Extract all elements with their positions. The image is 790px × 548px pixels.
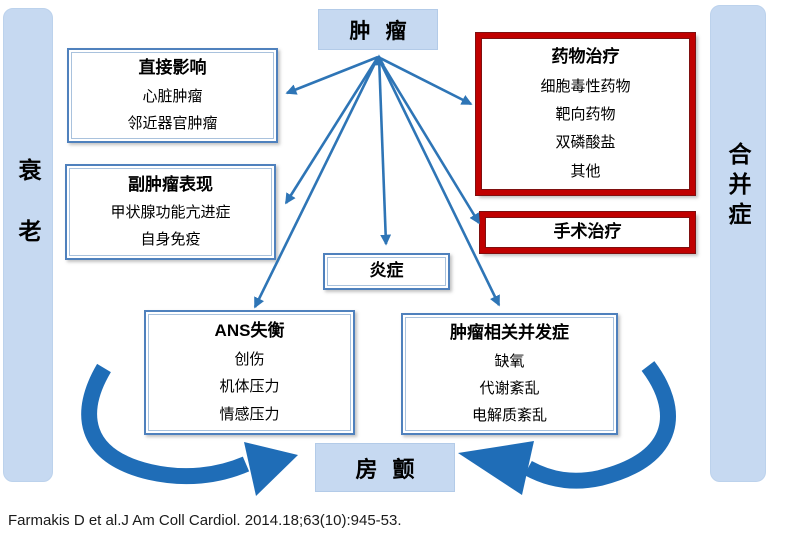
tumor-complications-item: 缺氧 bbox=[494, 352, 525, 370]
node-paraneoplastic: 副肿瘤表现 甲状腺功能亢进症 自身免疫 bbox=[65, 164, 276, 260]
ans-imbalance-item: 情感压力 bbox=[219, 406, 280, 424]
drug-therapy-item: 靶向药物 bbox=[555, 106, 616, 124]
comorbidity-sidebar: 合并症 bbox=[710, 5, 766, 482]
node-tumor: 肿瘤 bbox=[318, 9, 438, 50]
surgery-title: 手术治疗 bbox=[553, 222, 622, 242]
arrow-tumor-to-direct-effects bbox=[285, 55, 379, 95]
arrow-tumor-inflammation-bidirectional bbox=[373, 54, 392, 246]
node-ans-imbalance: ANS失衡 创伤 机体压力 情感压力 bbox=[144, 310, 355, 435]
node-tumor-complications: 肿瘤相关并发症 缺氧 代谢紊乱 电解质紊乱 bbox=[401, 313, 618, 435]
paraneoplastic-item: 甲状腺功能亢进症 bbox=[110, 204, 231, 222]
citation-text: Farmakis D et al.J Am Coll Cardiol. 2014… bbox=[8, 512, 402, 529]
tumor-complications-item: 电解质紊乱 bbox=[471, 406, 547, 424]
drug-therapy-item: 细胞毒性药物 bbox=[540, 77, 631, 95]
aging-sidebar: 衰老 bbox=[3, 8, 53, 482]
drug-therapy-item: 其他 bbox=[570, 162, 601, 180]
atrial-fibrillation-label: 房颤 bbox=[355, 456, 430, 482]
paraneoplastic-item: 自身免疫 bbox=[140, 231, 201, 249]
arrow-tumor-to-paraneoplastic bbox=[284, 56, 380, 205]
direct-effects-title: 直接影响 bbox=[138, 58, 207, 78]
tumor-complications-title: 肿瘤相关并发症 bbox=[450, 323, 569, 343]
ans-imbalance-item: 机体压力 bbox=[219, 378, 280, 396]
node-inflammation: 炎症 bbox=[323, 253, 450, 290]
inflammation-title: 炎症 bbox=[369, 261, 404, 281]
node-atrial-fibrillation: 房颤 bbox=[315, 443, 455, 492]
node-surgery: 手术治疗 bbox=[480, 212, 695, 253]
ans-imbalance-title: ANS失衡 bbox=[214, 320, 285, 340]
arrow-tumor-to-surgery bbox=[376, 56, 481, 225]
direct-effects-item: 心脏肿瘤 bbox=[142, 87, 203, 105]
aging-label: 衰老 bbox=[15, 158, 41, 280]
node-drug-therapy: 药物治疗 细胞毒性药物 靶向药物 双磷酸盐 其他 bbox=[476, 33, 695, 195]
node-direct-effects: 直接影响 心脏肿瘤 邻近器官肿瘤 bbox=[67, 48, 278, 143]
arrow-tumor-to-drug-therapy bbox=[377, 55, 473, 106]
drug-therapy-title: 药物治疗 bbox=[551, 47, 620, 67]
tumor-label: 肿瘤 bbox=[349, 19, 422, 43]
tumor-complications-item: 代谢紊乱 bbox=[479, 379, 540, 397]
paraneoplastic-title: 副肿瘤表现 bbox=[128, 174, 213, 194]
drug-therapy-item: 双磷酸盐 bbox=[555, 134, 616, 152]
direct-effects-item: 邻近器官肿瘤 bbox=[127, 114, 218, 132]
comorbidity-label: 合并症 bbox=[725, 142, 751, 232]
ans-imbalance-item: 创伤 bbox=[234, 350, 265, 368]
